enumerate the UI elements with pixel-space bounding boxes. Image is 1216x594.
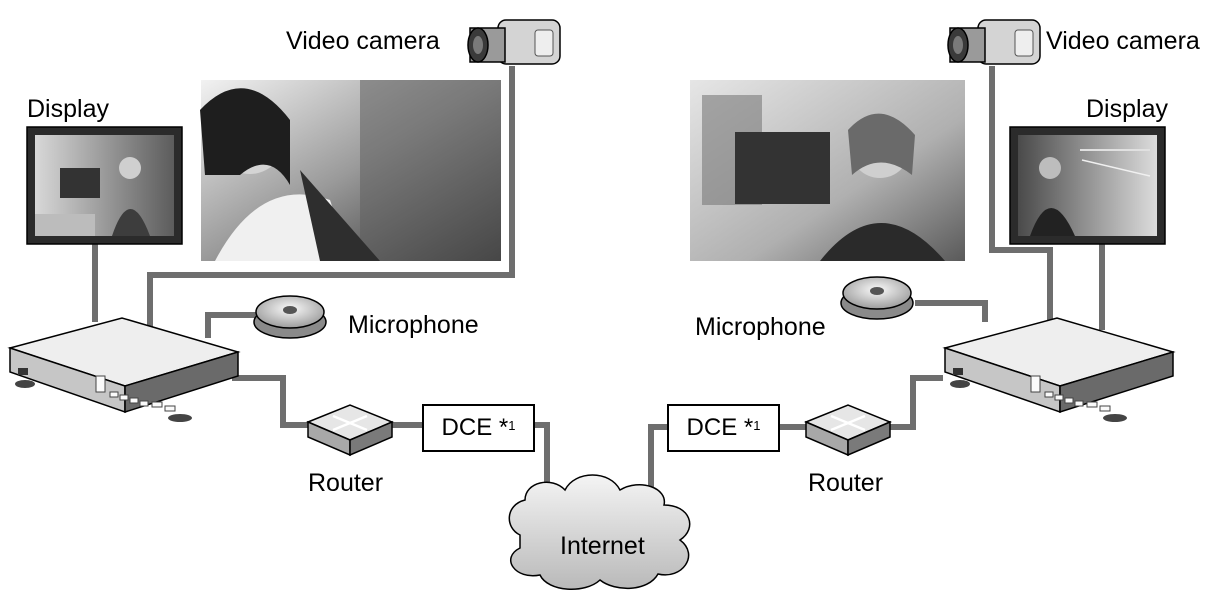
cable-left-camera (147, 66, 515, 330)
cable-right-microphone (915, 300, 988, 322)
left-router-icon (306, 404, 394, 457)
cable-left-unit-router (232, 375, 310, 428)
right-dce-label: DCE * (686, 414, 754, 441)
left-display-label: Display (27, 95, 109, 123)
internet-cloud-icon (508, 474, 691, 591)
right-microphone-label: Microphone (695, 313, 826, 341)
internet-label: Internet (560, 532, 645, 560)
right-video-camera-label: Video camera (1046, 27, 1200, 55)
right-display (1009, 126, 1166, 245)
cable-left-microphone (205, 312, 258, 338)
right-dce-box: DCE *1 (667, 404, 780, 452)
cables (92, 66, 1105, 515)
left-video-camera-label: Video camera (286, 27, 440, 55)
left-dce-footnote: 1 (508, 417, 516, 433)
cable-right-camera (989, 66, 1053, 322)
left-dce-box: DCE *1 (422, 404, 535, 452)
right-router-icon (804, 404, 892, 457)
cable-right-unit-router (888, 375, 943, 430)
left-video-camera-icon (467, 19, 561, 65)
left-microphone-icon (253, 295, 327, 339)
right-codec-unit-icon (942, 317, 1176, 422)
right-dce-footnote: 1 (753, 417, 761, 433)
right-display-label: Display (1086, 95, 1168, 123)
left-participant-photo (200, 80, 501, 261)
right-participant-photo (690, 80, 965, 261)
left-router-label: Router (308, 469, 384, 497)
left-codec-unit-icon (7, 317, 241, 422)
left-microphone-label: Microphone (348, 311, 479, 339)
left-dce-label: DCE * (441, 414, 509, 441)
right-router-label: Router (808, 469, 884, 497)
right-video-camera-icon (947, 19, 1041, 65)
left-display (26, 126, 183, 245)
cable-right-dce-internet (648, 424, 668, 515)
right-microphone-icon (840, 276, 914, 320)
